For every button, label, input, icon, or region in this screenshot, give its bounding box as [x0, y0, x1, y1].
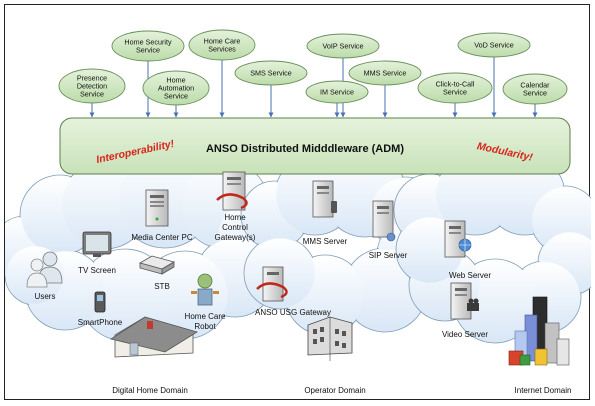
usg-gateway-label: ANSO USG Gateway	[255, 308, 331, 317]
robot-label-2: Robot	[194, 322, 216, 331]
internet-city-icon	[508, 296, 570, 366]
smartphone-icon	[94, 291, 106, 313]
service-home-automation-label-1: Automation	[158, 84, 194, 93]
middleware-bar: ANSO Distributed Midddleware (ADM) Inter…	[59, 117, 571, 175]
service-im: IM Service	[305, 80, 369, 104]
service-sms-label-0: SMS Service	[250, 69, 292, 78]
media-center-label: Media Center PC	[131, 233, 193, 242]
service-presence-label-1: Detection	[77, 82, 107, 91]
service-voip: VoIP Service	[306, 33, 380, 59]
service-presence-label-2: Service	[80, 90, 104, 99]
users-icon	[26, 251, 63, 288]
service-im-label-0: IM Service	[320, 88, 354, 97]
internet-domain-label: Internet Domain	[515, 386, 572, 395]
service-home-automation-label-2: Service	[164, 92, 188, 101]
service-mms-label-0: MMS Service	[364, 69, 407, 78]
stb-icon	[138, 255, 176, 275]
tv-screen-label: TV Screen	[78, 266, 116, 275]
home-control-label-1: Home	[224, 213, 246, 222]
service-home-automation-label-0: Home	[166, 76, 185, 85]
service-home-care-label-0: Home Care	[204, 37, 241, 46]
service-home-care-label-1: Services	[208, 45, 236, 54]
tv-screen-icon	[82, 231, 112, 257]
web-server-icon	[444, 220, 472, 258]
service-click-to-call-label-1: Service	[443, 88, 467, 97]
service-vod-label-0: VoD Service	[474, 41, 514, 50]
cloud-0	[0, 151, 294, 342]
cloud-2	[393, 154, 595, 344]
service-arrows	[89, 57, 538, 118]
sip-server-label: SIP Server	[369, 251, 408, 260]
service-calendar-label-0: Calendar	[520, 81, 550, 90]
service-presence-label-0: Presence	[77, 74, 107, 83]
service-voip-label-0: VoIP Service	[322, 42, 363, 51]
service-sms: SMS Service	[234, 60, 308, 86]
web-server-label: Web Server	[449, 271, 491, 280]
service-mms: MMS Service	[348, 60, 422, 86]
diagram-frame: ANSO Distributed Midddleware (ADM) Inter…	[0, 4, 595, 400]
home-domain-label: Digital Home Domain	[112, 386, 188, 395]
operator-domain-label: Operator Domain	[304, 386, 365, 395]
video-server-icon	[450, 282, 479, 320]
middleware-title: ANSO Distributed Midddleware (ADM)	[206, 143, 404, 155]
smartphone-label: SmartPhone	[78, 318, 123, 327]
sip-server-icon	[372, 200, 396, 242]
house-icon	[109, 316, 198, 358]
architecture-diagram: ANSO Distributed Midddleware (ADM) Inter…	[0, 29, 595, 395]
users-label: Users	[35, 292, 56, 301]
mms-server-icon	[312, 180, 337, 218]
media-center-pc-icon	[145, 189, 169, 227]
home-care-robot-icon	[191, 273, 219, 306]
home-control-label-2: Control	[222, 223, 248, 232]
mms-server-label: MMS Server	[303, 237, 348, 246]
service-calendar-label-1: Service	[523, 89, 547, 98]
service-click-to-call-label-0: Click-to-Call	[436, 80, 475, 89]
home-control-gateway-icon	[216, 171, 248, 211]
video-server-label: Video Server	[442, 330, 488, 339]
robot-label-1: Home Care	[185, 312, 226, 321]
usg-gateway-icon	[256, 266, 288, 302]
service-vod: VoD Service	[457, 32, 531, 58]
service-home-security-label-0: Home Security	[124, 38, 172, 47]
stb-label: STB	[154, 282, 170, 291]
service-home-security-label-1: Service	[136, 46, 160, 55]
home-control-label-3: Gateway(s)	[215, 233, 256, 242]
operator-building-icon	[307, 316, 353, 361]
